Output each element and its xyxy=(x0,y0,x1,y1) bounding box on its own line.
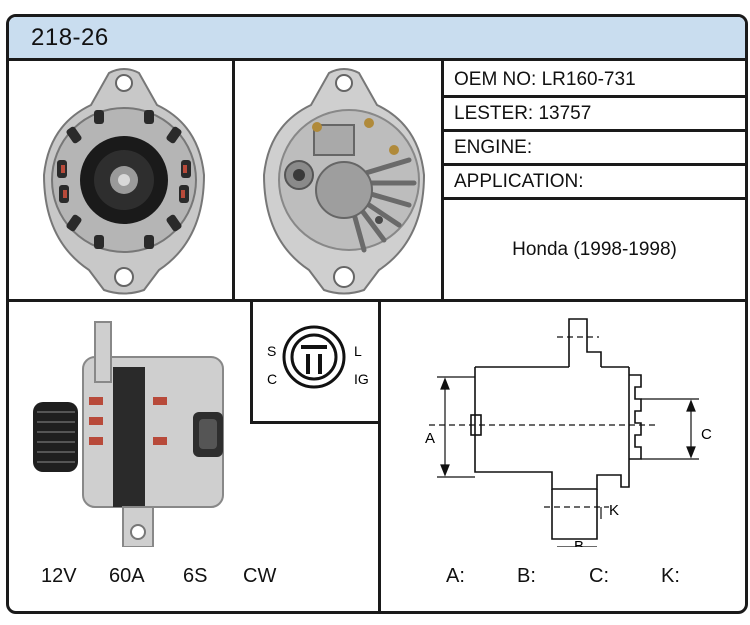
application-value: Honda (1998-1998) xyxy=(512,239,677,260)
divider xyxy=(250,299,253,423)
dim-a-label: A xyxy=(425,430,435,447)
dim-k-value: K: xyxy=(661,565,680,587)
dim-a-value: A: xyxy=(446,565,465,587)
divider xyxy=(250,421,381,424)
dim-k-label: K xyxy=(609,502,619,519)
connector-diagram: S L C IG xyxy=(267,325,369,389)
alternator-front-image xyxy=(42,68,206,295)
terminal-l-label: L xyxy=(354,343,362,359)
engine-label: ENGINE: xyxy=(454,137,533,158)
application-label: APPLICATION: xyxy=(454,171,584,192)
product-card: 218-26 OEM NO: LR160-731 LESTER: 13757 E… xyxy=(6,14,748,614)
divider xyxy=(441,197,745,200)
dim-c-label: C xyxy=(701,426,712,443)
dim-b-label: B xyxy=(574,538,584,547)
header-bar: 218-26 xyxy=(9,17,745,61)
divider xyxy=(441,95,745,98)
divider xyxy=(441,61,444,301)
dimension-drawing: A C B K xyxy=(425,318,712,547)
divider xyxy=(232,61,235,301)
terminal-s-label: S xyxy=(267,343,276,359)
spec-voltage: 12V xyxy=(41,565,77,587)
dim-b-value: B: xyxy=(517,565,536,587)
spec-amperage: 60A xyxy=(109,565,145,587)
divider xyxy=(9,299,745,302)
dim-c-value: C: xyxy=(589,565,609,587)
terminal-ig-label: IG xyxy=(354,371,369,387)
spec-pulley: 6S xyxy=(183,565,208,587)
oem-number: OEM NO: LR160-731 xyxy=(454,69,636,90)
divider xyxy=(441,163,745,166)
spec-rotation: CW xyxy=(243,565,277,587)
divider xyxy=(378,299,381,611)
part-number: 218-26 xyxy=(31,24,109,51)
terminal-c-label: C xyxy=(267,371,277,387)
alternator-rear-image xyxy=(262,68,426,295)
divider xyxy=(441,129,745,132)
lester-number: LESTER: 13757 xyxy=(454,103,592,124)
alternator-side-image xyxy=(33,321,224,547)
